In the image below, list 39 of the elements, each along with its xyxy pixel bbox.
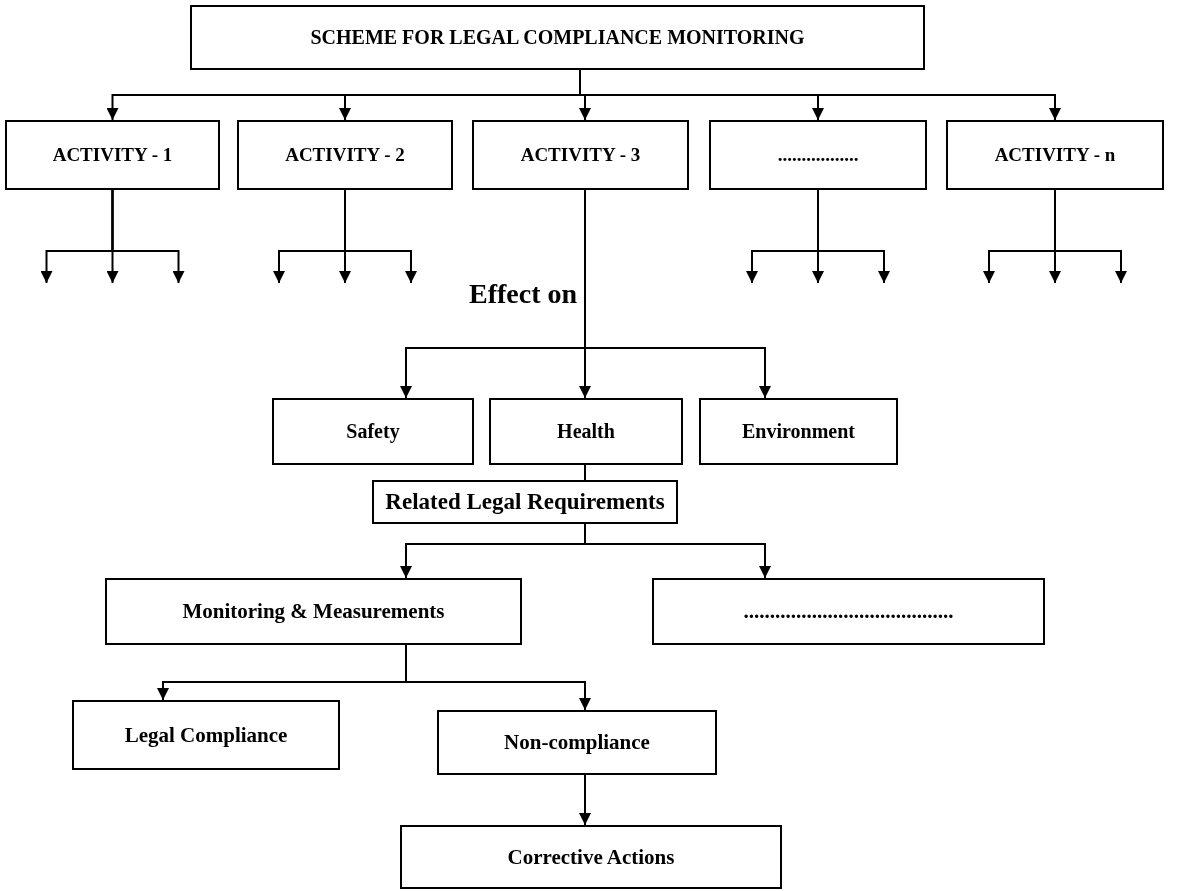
arrow — [584, 523, 771, 579]
node-label: ACTIVITY - 1 — [52, 144, 173, 166]
arrow — [405, 644, 591, 711]
process-box — [372, 480, 678, 524]
arrow — [1054, 189, 1127, 284]
process-box — [699, 398, 898, 465]
process-box — [400, 825, 782, 889]
node-label: Health — [557, 420, 615, 443]
node-label: ........................................ — [743, 599, 954, 624]
process-box — [652, 578, 1045, 645]
arrow — [817, 189, 890, 284]
node-label: SCHEME FOR LEGAL COMPLIANCE MONITORING — [310, 26, 805, 49]
process-box — [489, 398, 683, 465]
process-box — [709, 120, 927, 190]
arrow — [579, 774, 591, 826]
process-box — [437, 710, 717, 775]
node-label: Safety — [346, 420, 400, 443]
arrow — [111, 189, 185, 284]
connector-line — [584, 464, 586, 481]
process-box — [105, 578, 522, 645]
node-label: ACTIVITY - 3 — [520, 144, 641, 166]
process-box — [190, 5, 925, 70]
node-label: Monitoring & Measurements — [182, 599, 445, 624]
node-label: ................. — [777, 144, 859, 166]
process-box — [272, 398, 474, 465]
process-box — [237, 120, 453, 190]
process-box — [946, 120, 1164, 190]
node-label: ACTIVITY - 2 — [285, 144, 405, 166]
edge-label: Effect on — [469, 278, 578, 310]
node-label: Legal Compliance — [124, 722, 288, 748]
node-label: Non-compliance — [504, 730, 650, 755]
node-label: Environment — [742, 420, 855, 443]
process-box — [72, 700, 340, 770]
process-box — [5, 120, 220, 190]
node-label: Related Legal Requirements — [385, 489, 665, 515]
process-box — [472, 120, 689, 190]
arrow — [344, 189, 417, 284]
node-label: Corrective Actions — [507, 844, 675, 870]
node-label: ACTIVITY - n — [994, 144, 1116, 166]
